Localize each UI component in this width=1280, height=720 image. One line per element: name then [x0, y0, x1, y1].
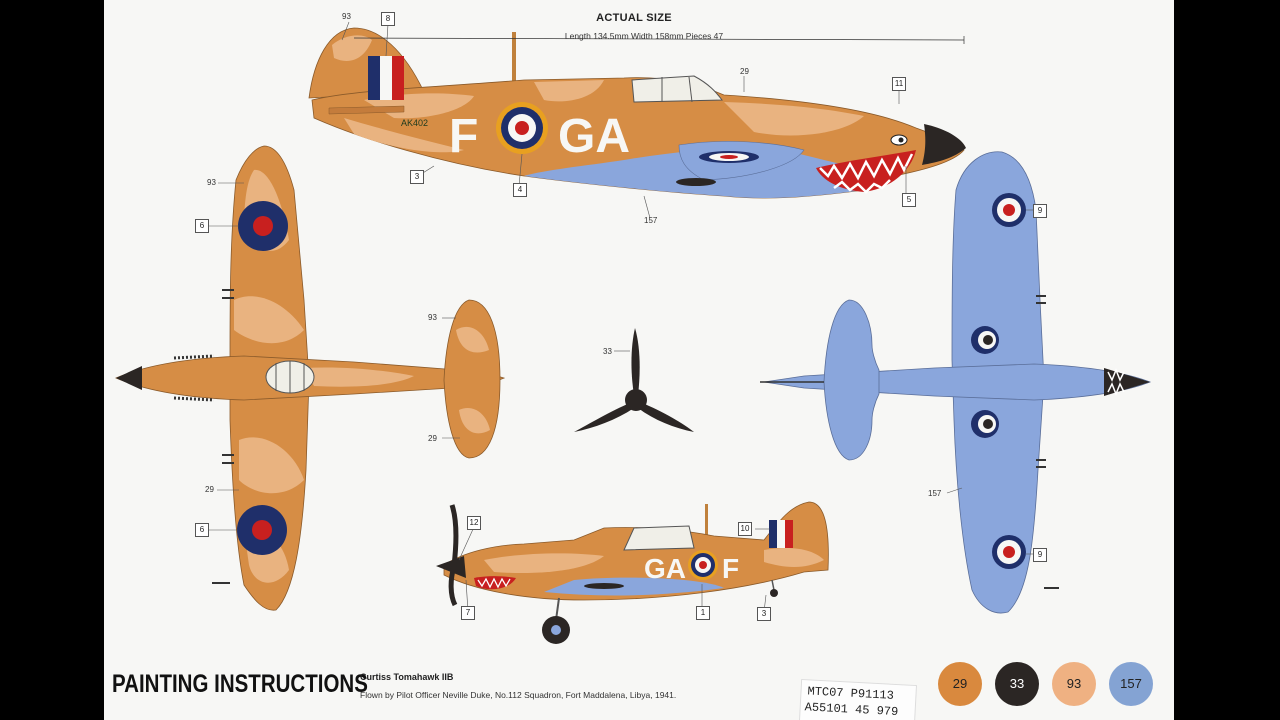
- sticker-line-2: A55101 45 979: [804, 700, 899, 720]
- propeller-view: [574, 328, 694, 432]
- swatch-29: 29: [938, 662, 982, 706]
- fuselage-code-left: F: [449, 110, 478, 163]
- serial-number: AK402: [401, 118, 428, 128]
- callout-9-bottom: 9: [1033, 548, 1047, 562]
- callout-93-tail: 93: [428, 313, 437, 322]
- callout-93-top: 93: [207, 178, 216, 187]
- small-code-right: F: [722, 553, 739, 584]
- callout-6-wing: 6: [195, 523, 209, 537]
- side-profile-view: [308, 27, 966, 199]
- callout-33: 33: [603, 347, 612, 356]
- swatch-93: 93: [1052, 662, 1096, 706]
- top-view: [114, 145, 506, 611]
- callout-3: 3: [410, 170, 424, 184]
- callout-1: 1: [696, 606, 710, 620]
- aircraft-illustrations: F GA AK402: [114, 21, 1152, 644]
- fuselage-code-right: GA: [558, 110, 630, 163]
- callout-5: 5: [902, 193, 916, 207]
- callout-11: 11: [892, 77, 906, 91]
- callout-29-wing: 29: [205, 485, 214, 494]
- callout-9-top: 9: [1033, 204, 1047, 218]
- instruction-sheet: F GA AK402: [104, 0, 1174, 720]
- callout-8: 8: [381, 12, 395, 26]
- callout-3-small: 3: [757, 607, 771, 621]
- callout-4: 4: [513, 183, 527, 197]
- bottom-view: [760, 151, 1152, 614]
- callout-12: 12: [467, 516, 481, 530]
- price-sticker: MTC07 P91113 A55101 45 979: [798, 678, 918, 720]
- callout-157: 157: [644, 216, 658, 225]
- actual-size-dimensions: Length 134.5mm Width 158mm Pieces 47: [564, 31, 724, 41]
- aircraft-description: Flown by Pilot Officer Neville Duke, No.…: [360, 690, 677, 700]
- callout-157-bottom: 157: [928, 489, 942, 498]
- painting-instructions-title: PAINTING INSTRUCTIONS: [112, 670, 368, 698]
- callout-6-top: 6: [195, 219, 209, 233]
- callout-93: 93: [342, 12, 351, 21]
- callout-29: 29: [740, 67, 749, 76]
- callout-29-tail: 29: [428, 434, 437, 443]
- callout-10: 10: [738, 522, 752, 536]
- swatch-33: 33: [995, 662, 1039, 706]
- swatch-157: 157: [1109, 662, 1153, 706]
- small-code-left: GA: [644, 553, 686, 584]
- small-side-view: [436, 501, 829, 644]
- callout-7: 7: [461, 606, 475, 620]
- aircraft-name: Curtiss Tomahawk IIB: [360, 672, 454, 682]
- actual-size-title: ACTUAL SIZE: [596, 12, 672, 24]
